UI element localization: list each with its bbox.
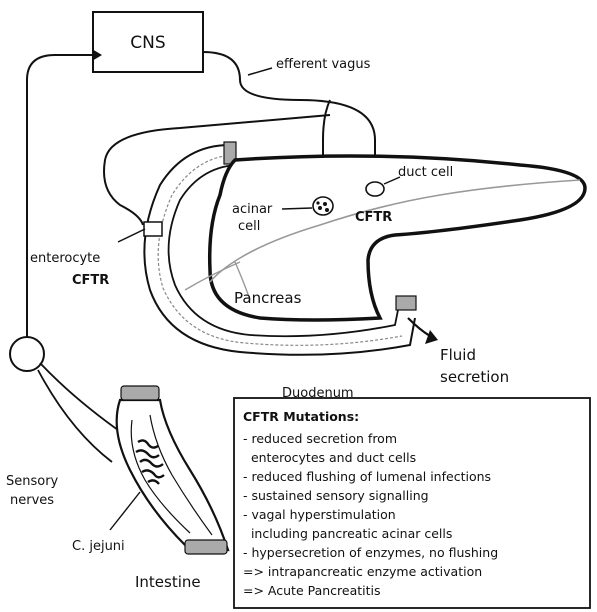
acinar-granule-2 xyxy=(323,202,327,206)
mutations-line-6: including pancreatic acinar cells xyxy=(243,526,452,541)
efferent-vagus-label: efferent vagus xyxy=(276,57,371,72)
acinar-pointer xyxy=(282,208,312,209)
mutations-line-2: enterocytes and duct cells xyxy=(243,450,416,465)
sensory-nerve-line xyxy=(27,55,92,338)
sensory-ganglion xyxy=(10,337,44,371)
acinar-label-line1: acinar xyxy=(232,202,273,217)
enterocyte-cell xyxy=(144,222,162,236)
mutations-line-8: => intrapancreatic enzyme activation xyxy=(243,564,482,579)
duct-cell-label: duct cell xyxy=(398,165,453,180)
pancreas-cftr-label: CFTR xyxy=(355,210,392,225)
intestine-end-cap-bottom xyxy=(185,540,227,554)
mutations-line-7: - hypersecretion of enzymes, no flushing xyxy=(243,545,498,560)
acinar-granule-4 xyxy=(316,201,319,204)
intestine-end-cap-top xyxy=(121,386,159,400)
mutations-line-3: - reduced flushing of lumenal infections xyxy=(243,469,491,484)
fluid-secretion-arrowhead xyxy=(425,330,438,344)
acinar-granule-1 xyxy=(318,206,322,210)
mutations-line-5: - vagal hyperstimulation xyxy=(243,507,396,522)
sensory-nerve-fiber-1 xyxy=(40,363,125,435)
acinar-cell xyxy=(313,197,333,215)
duodenum-end-cap-bottom xyxy=(396,296,416,310)
enterocyte-pointer xyxy=(118,229,145,242)
mutations-line-9: => Acute Pancreatitis xyxy=(243,583,381,598)
cns-label: CNS xyxy=(130,33,165,53)
acinar-label-line2: cell xyxy=(238,219,260,234)
efferent-vagus-pointer xyxy=(248,68,272,75)
enterocyte-cftr-label: CFTR xyxy=(72,273,109,288)
sensory-nerves-label-1: Sensory xyxy=(6,474,59,489)
enterocyte-label: enterocyte xyxy=(30,251,100,266)
fluid-secretion-label-1: Fluid xyxy=(440,346,476,364)
duct-cell xyxy=(366,182,384,196)
c-jejuni-label: C. jejuni xyxy=(72,539,125,554)
sensory-nerve-fiber-2 xyxy=(38,370,112,462)
c-jejuni-pointer xyxy=(110,492,140,530)
sensory-nerves-label-2: nerves xyxy=(10,493,54,508)
intestine-label: Intestine xyxy=(135,573,201,591)
pancreas-label: Pancreas xyxy=(234,289,302,307)
mutations-line-4: - sustained sensory signalling xyxy=(243,488,429,503)
fluid-secretion-label-2: secretion xyxy=(440,368,509,386)
mutations-line-1: - reduced secretion from xyxy=(243,431,397,446)
mutations-title: CFTR Mutations: xyxy=(243,409,359,424)
acinar-granule-3 xyxy=(325,208,329,212)
